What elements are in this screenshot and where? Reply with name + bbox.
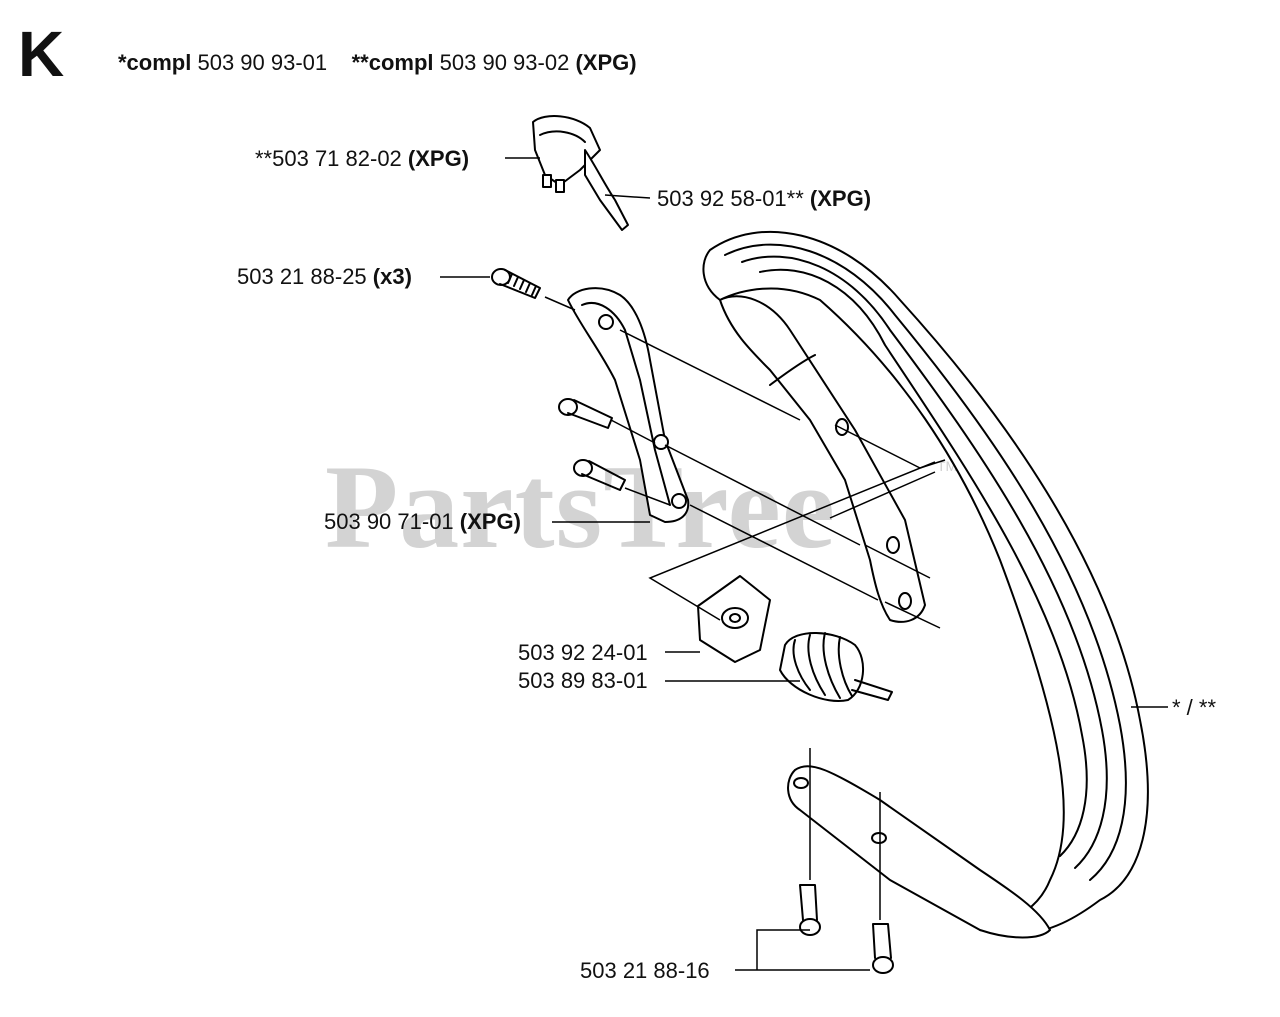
compl2-suffix: (XPG) [575, 50, 637, 75]
side-bolt-1 [558, 398, 613, 429]
header-compl-line: *compl 503 90 93-01 **compl 503 90 93-02… [118, 50, 637, 76]
compl1-prefix: *compl [118, 50, 192, 75]
label-bolt-part: 503 21 88-25 [237, 264, 367, 289]
label-bottom-bolt: 503 21 88-16 [580, 958, 710, 983]
front-handle-bar [702, 230, 1149, 939]
label-lever: 503 92 58-01** (XPG) [657, 188, 871, 210]
label-bracket: 503 90 71-01 (XPG) [324, 511, 521, 533]
label-spring: 503 89 83-01 [518, 668, 648, 693]
label-switch-suffix: (XPG) [407, 146, 470, 171]
compl2-prefix: **compl [351, 50, 434, 75]
label-bolt: 503 21 88-25 (x3) [237, 266, 412, 288]
side-bolt-2 [573, 459, 626, 491]
compl2-part: 503 90 93-02 [439, 50, 570, 75]
label-bracket-suffix: (XPG) [459, 509, 521, 534]
bottom-bolt-2 [872, 923, 894, 974]
label-lever-suffix: (XPG) [809, 186, 872, 211]
spring-part [779, 632, 893, 702]
switch-part [532, 115, 629, 231]
leader-lines [440, 157, 1168, 971]
label-bracket-part: 503 90 71-01 [324, 509, 454, 534]
top-bolt [491, 268, 541, 299]
compl1-part: 503 90 93-01 [197, 50, 328, 75]
bottom-bolt-1 [799, 884, 821, 936]
mount-block [697, 575, 771, 663]
label-bolt-suffix: (x3) [372, 264, 412, 289]
label-mount: 503 92 24-01 [518, 640, 648, 665]
label-switch: **503 71 82-02 (XPG) [255, 148, 469, 170]
bracket-part [567, 287, 690, 523]
label-lever-part: 503 92 58-01** [657, 186, 804, 211]
label-handle-ref: * / ** [1172, 695, 1217, 720]
section-letter: K [18, 18, 65, 90]
label-switch-part: **503 71 82-02 [255, 146, 402, 171]
